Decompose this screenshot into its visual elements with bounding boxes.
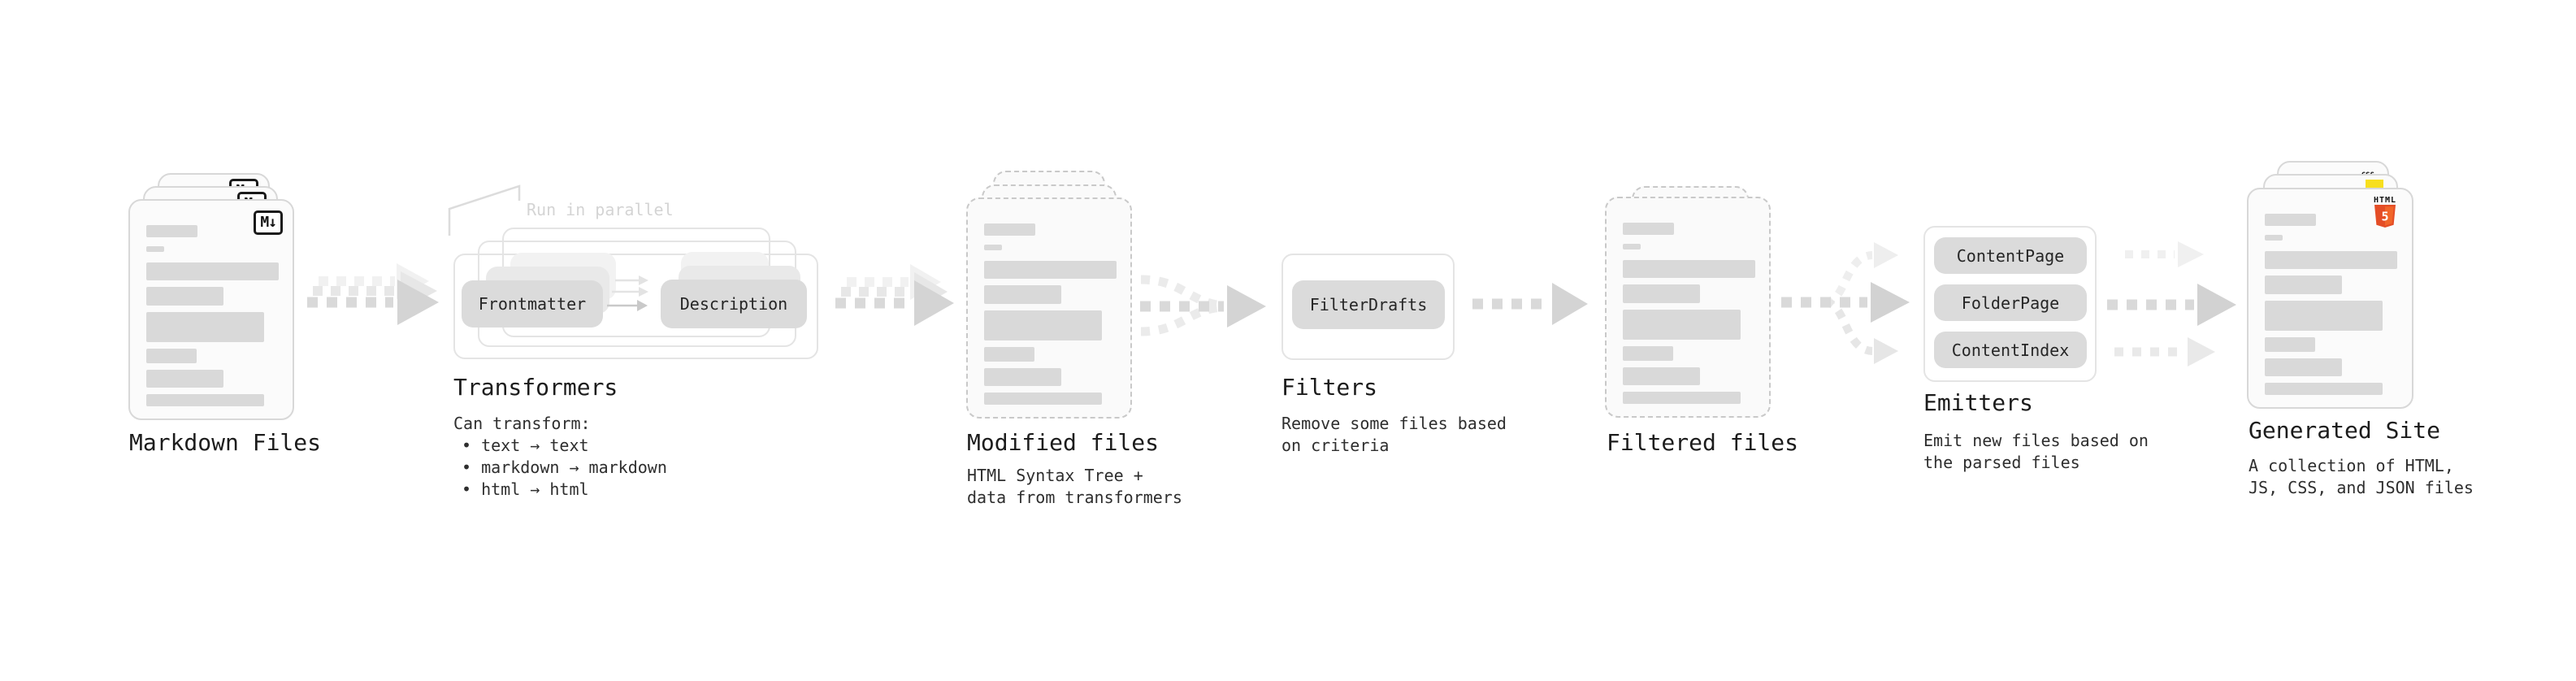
doc-text-bar bbox=[2265, 235, 2283, 241]
doc-text-bar bbox=[2265, 337, 2315, 352]
stage-title-transformers: Transformers bbox=[453, 374, 618, 401]
arrow-filters-to-filtered-icon bbox=[1472, 283, 1588, 325]
js-icon bbox=[2366, 180, 2383, 190]
html5-icon: HTML 5 bbox=[2366, 196, 2404, 231]
transformers-bullet: • markdown → markdown bbox=[462, 458, 667, 477]
generated-site-description: A collection of HTML, bbox=[2249, 456, 2454, 475]
doc-text-bar bbox=[1623, 284, 1700, 303]
svg-text:5: 5 bbox=[2381, 210, 2388, 224]
stage-title-filtered-files: Filtered files bbox=[1607, 429, 1799, 456]
doc-text-bar bbox=[984, 393, 1102, 405]
doc-text-bar bbox=[1623, 346, 1673, 361]
stage-title-generated-site: Generated Site bbox=[2249, 417, 2441, 444]
doc-text-bar bbox=[146, 394, 264, 406]
transformer-container-front bbox=[453, 254, 818, 359]
filtered-file-card-front bbox=[1605, 197, 1771, 418]
pill-frontmatter: Frontmatter bbox=[462, 280, 603, 327]
arrow-transformers-to-modified-icon bbox=[835, 264, 954, 326]
doc-text-bar bbox=[146, 312, 264, 342]
doc-text-bar bbox=[1623, 392, 1741, 404]
doc-text-bar bbox=[2265, 301, 2383, 331]
doc-text-bar bbox=[984, 245, 1002, 250]
transformers-bullet: • html → html bbox=[462, 479, 589, 499]
filters-description: on criteria bbox=[1281, 436, 1390, 455]
stage-title-emitters: Emitters bbox=[1923, 389, 2033, 416]
arrow-emitters-to-generated-icon bbox=[2107, 241, 2236, 367]
transformers-bullet: • text → text bbox=[462, 436, 589, 455]
stage-title-modified-files: Modified files bbox=[967, 429, 1160, 456]
doc-text-bar bbox=[146, 370, 223, 388]
generated-site-description: JS, CSS, and JSON files bbox=[2249, 478, 2474, 497]
doc-text-bar bbox=[146, 287, 223, 306]
doc-text-bar bbox=[1623, 223, 1674, 235]
doc-text-bar bbox=[2265, 275, 2342, 294]
modified-files-description: HTML Syntax Tree + bbox=[967, 466, 1143, 485]
doc-text-bar bbox=[146, 246, 164, 252]
doc-text-bar bbox=[984, 347, 1034, 362]
doc-text-bar bbox=[2265, 251, 2397, 269]
filters-description: Remove some files based bbox=[1281, 414, 1507, 433]
arrow-markdown-to-transformers-icon bbox=[307, 263, 439, 325]
markdown-file-card-front: M↓ bbox=[128, 199, 294, 420]
pill-folderpage: FolderPage bbox=[1934, 284, 2087, 321]
doc-text-bar bbox=[146, 349, 197, 363]
emitters-description: the parsed files bbox=[1923, 453, 2080, 472]
doc-text-bar bbox=[984, 368, 1061, 386]
pill-contentindex: ContentIndex bbox=[1934, 332, 2087, 368]
pill-description: Description bbox=[661, 280, 807, 328]
run-in-parallel-annotation: Run in parallel bbox=[527, 200, 674, 219]
doc-text-bar bbox=[146, 225, 197, 237]
stage-title-markdown-files: Markdown Files bbox=[129, 429, 322, 456]
modified-files-description: data from transformers bbox=[967, 488, 1182, 507]
doc-text-bar bbox=[984, 285, 1061, 304]
arrow-modified-to-filters-icon bbox=[1140, 275, 1266, 336]
arrow-filtered-to-emitters-icon bbox=[1781, 242, 1910, 364]
html5-icon-label: HTML bbox=[2373, 196, 2397, 205]
doc-text-bar bbox=[146, 262, 279, 280]
html5-shield-icon: 5 bbox=[2374, 205, 2396, 228]
doc-text-bar bbox=[984, 310, 1102, 340]
doc-text-bar bbox=[1623, 367, 1700, 385]
modified-file-card-front bbox=[966, 197, 1132, 419]
emitters-container bbox=[1923, 226, 2097, 382]
pill-filterdrafts: FilterDrafts bbox=[1292, 280, 1445, 329]
filters-container bbox=[1281, 254, 1455, 360]
transformers-description: Can transform: bbox=[453, 414, 591, 433]
stage-title-filters: Filters bbox=[1281, 374, 1378, 401]
doc-text-bar bbox=[2265, 214, 2316, 226]
emitters-description: Emit new files based on bbox=[1923, 431, 2149, 450]
doc-text-bar bbox=[984, 261, 1117, 279]
generated-file-card-front: HTML 5 bbox=[2247, 188, 2413, 409]
doc-text-bar bbox=[2265, 383, 2383, 395]
doc-text-bar bbox=[1623, 260, 1755, 278]
markdown-icon: M↓ bbox=[254, 210, 283, 235]
doc-text-bar bbox=[1623, 310, 1741, 340]
pill-contentpage: ContentPage bbox=[1934, 237, 2087, 274]
doc-text-bar bbox=[1623, 244, 1641, 249]
doc-text-bar bbox=[984, 223, 1035, 236]
doc-text-bar bbox=[2265, 358, 2342, 376]
